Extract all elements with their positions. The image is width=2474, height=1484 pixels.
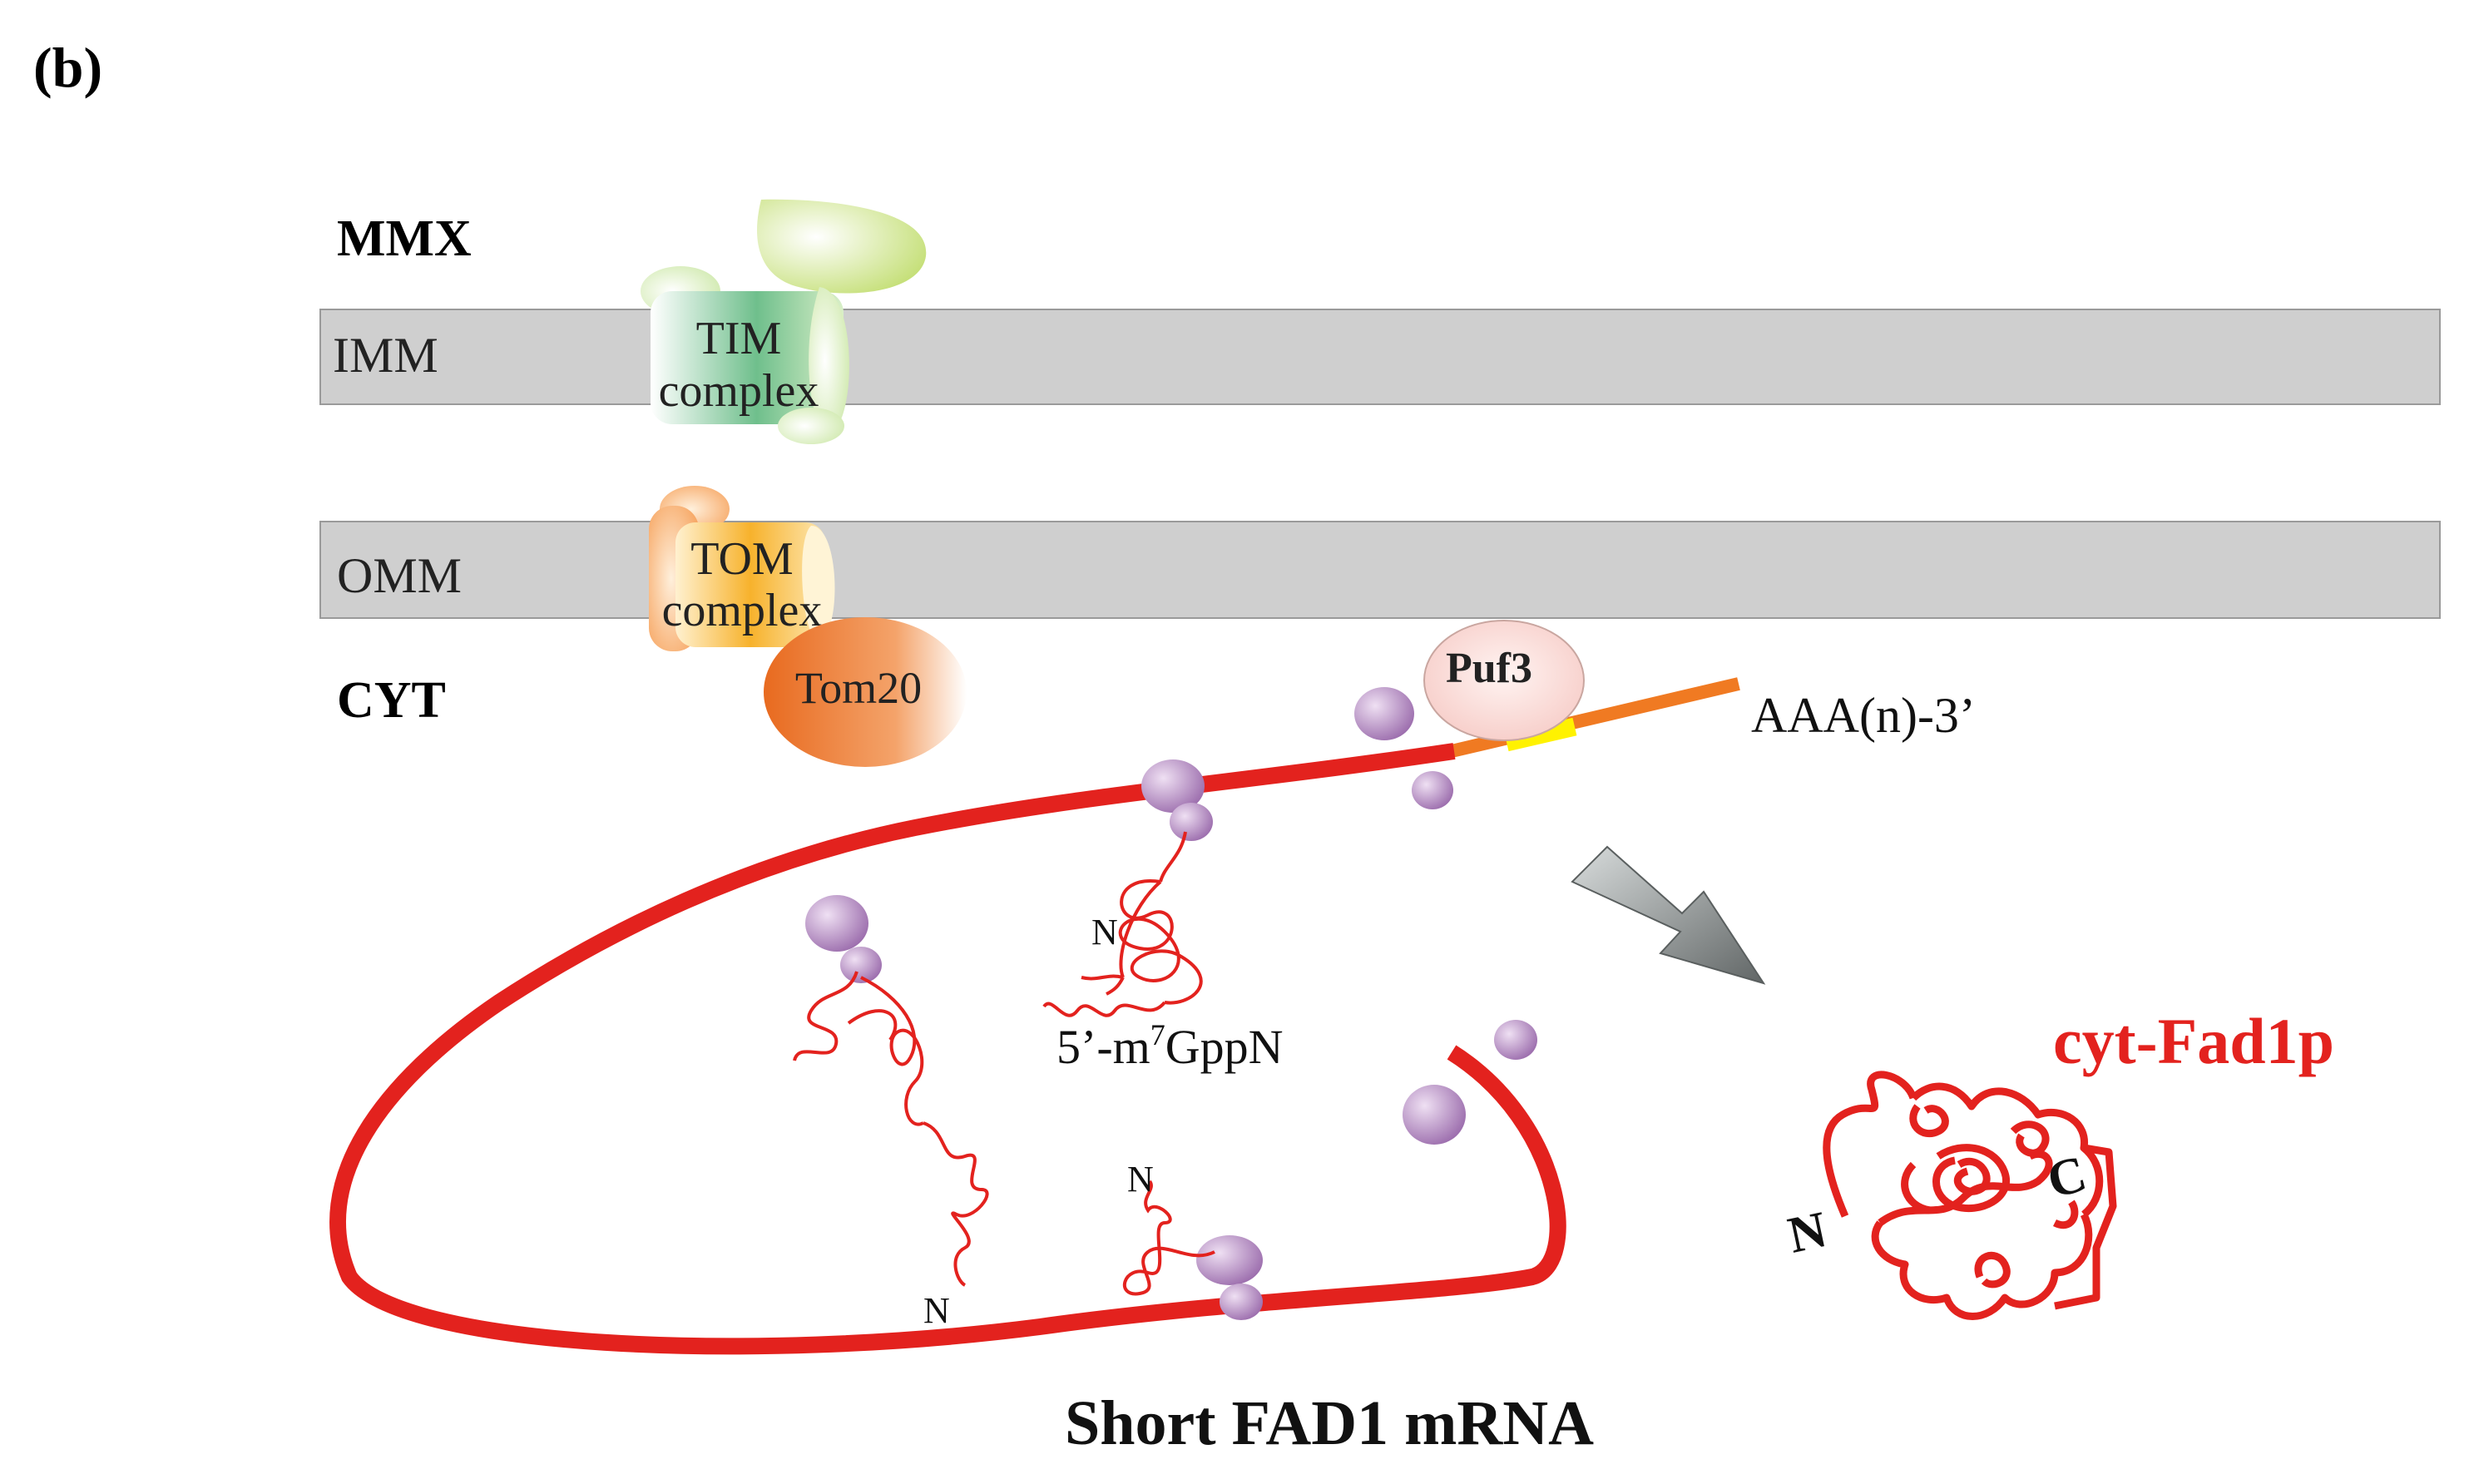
tom-label-line1: TOM: [690, 533, 793, 585]
ribosome: [1220, 1284, 1263, 1320]
panel-label: (b): [33, 36, 102, 99]
tom-body: [675, 522, 825, 647]
ribosome: [1494, 1020, 1537, 1060]
outer-membrane: [319, 521, 2441, 619]
folded-cyt-fad1p: [1823, 1071, 2117, 1320]
ribosome: [1196, 1235, 1263, 1285]
tim-top-lobe: [757, 199, 927, 294]
mmx-label: MMX: [337, 210, 472, 267]
puf3-label: Puf3: [1446, 645, 1532, 692]
tim-label-line1: TIM: [696, 313, 782, 364]
ribosome: [1354, 687, 1414, 740]
poly-a-tail-label: AAA(n)-3’: [1751, 688, 1976, 743]
tom20-receptor: [764, 617, 967, 767]
ribosome: [1403, 1085, 1466, 1145]
ribosomes: [805, 687, 1537, 1320]
mrna-strand: [329, 743, 1566, 1355]
tim-right-segment: [809, 287, 849, 433]
mrna-title: Short FAD1 mRNA: [1065, 1388, 1594, 1458]
peptide-2-n-terminus: N: [923, 1290, 950, 1331]
product-c-terminus: C: [2041, 1145, 2092, 1209]
nascent-peptide-3: [1123, 1180, 1215, 1296]
ribosome: [805, 895, 868, 952]
product-n-terminus: N: [1784, 1201, 1832, 1264]
imm-label: IMM: [333, 328, 438, 383]
nascent-peptide-2: [793, 971, 989, 1287]
inner-membrane: [319, 309, 2441, 405]
ribosome: [1170, 803, 1213, 841]
translation-arrow: [1571, 845, 1766, 985]
tim-body: [651, 291, 844, 424]
tim-bottom-cap: [778, 408, 844, 444]
product-name: cyt-Fad1p: [2053, 1005, 2334, 1077]
cap-label: 5’-m7GppN: [1056, 1018, 1284, 1074]
peptide-3-n-terminus: N: [1127, 1159, 1154, 1200]
tom-complex: TOM complex: [649, 486, 835, 651]
tim-complex: TIM complex: [641, 199, 927, 444]
tom20-label: Tom20: [795, 663, 922, 713]
ribosome: [1412, 771, 1453, 809]
tom-label-line2: complex: [662, 585, 823, 636]
omm-label: OMM: [337, 548, 462, 603]
tom-right-segment: [802, 526, 835, 641]
nascent-peptide-1: [1042, 831, 1203, 1017]
peptide-1-n-terminus: N: [1091, 912, 1118, 952]
tim-label-line2: complex: [659, 365, 819, 417]
puf3-protein: [1423, 620, 1585, 741]
ribosome: [1141, 759, 1205, 813]
cyt-label: CYT: [337, 672, 446, 729]
ribosome: [840, 947, 882, 983]
